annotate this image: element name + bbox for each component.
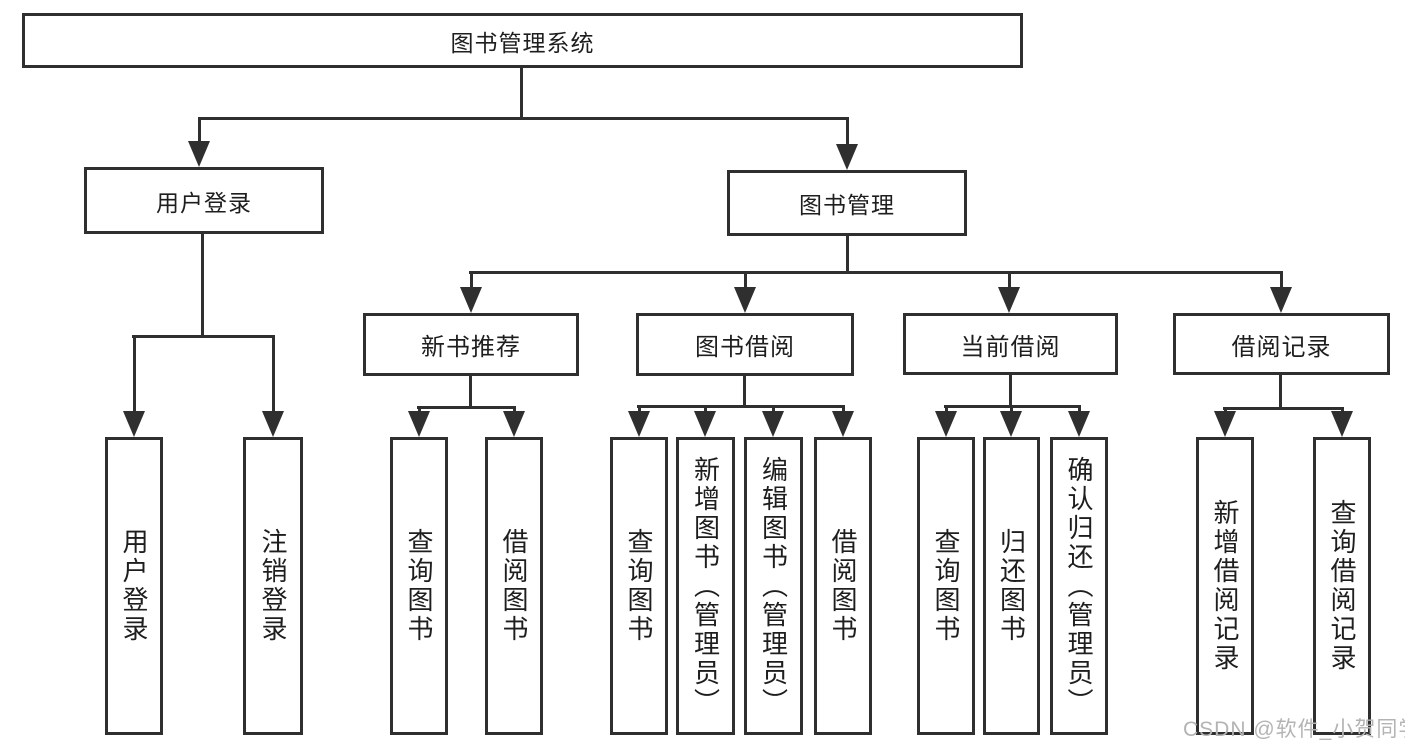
leaf-logout: 注销登录 (243, 437, 303, 735)
node-borrowing-records: 借阅记录 (1173, 313, 1390, 375)
arrow-to-query-borrow-record-icon (1331, 408, 1353, 437)
leaf-borrow-books-recommend: 借阅图书 (485, 437, 543, 735)
leaf-confirm-return-admin: 确认归还（管理员） (1050, 437, 1108, 735)
arrow-to-query-books-borrowing-icon (628, 406, 650, 437)
leaf-query-books-recommend: 查询图书 (390, 437, 448, 735)
edge-user-login-stem (201, 233, 204, 337)
arrow-to-borrow-books-recommend-icon (503, 407, 525, 437)
arrow-to-new-book-recommend-icon (460, 272, 482, 313)
arrow-to-current-borrowing-icon (998, 272, 1020, 313)
leaf-edit-books-admin: 编辑图书（管理员） (744, 437, 803, 735)
node-book-borrowing: 图书借阅 (636, 313, 854, 376)
arrow-to-add-borrow-record-icon (1214, 408, 1236, 437)
arrow-to-book-borrowing-icon (734, 272, 756, 313)
leaf-add-borrow-record: 新增借阅记录 (1196, 437, 1254, 735)
arrow-to-leaf-logout-icon (262, 336, 284, 437)
arrow-to-borrowing-records-icon (1270, 272, 1292, 313)
edge-root-stem (520, 68, 523, 118)
watermark: CSDN @软件_小贺同学 (1183, 718, 1405, 741)
arrow-to-leaf-user-login-icon (123, 336, 145, 437)
arrow-to-user-login-icon (188, 118, 210, 167)
leaf-add-books-admin: 新增图书（管理员） (676, 437, 735, 735)
leaf-borrow-books-borrowing: 借阅图书 (814, 437, 872, 735)
arrow-to-return-books-icon (1000, 406, 1022, 437)
edge-borrowing-records-stem (1279, 374, 1282, 409)
leaf-query-books-current: 查询图书 (917, 437, 975, 735)
arrow-to-edit-books-admin-icon (762, 406, 784, 437)
edge-user-login-branch (132, 335, 275, 338)
arrow-to-query-books-recommend-icon (408, 407, 430, 437)
arrow-to-confirm-return-admin-icon (1068, 406, 1090, 437)
node-new-book-recommend: 新书推荐 (363, 313, 579, 376)
edge-new-book-stem (469, 375, 472, 408)
leaf-query-borrow-record: 查询借阅记录 (1313, 437, 1371, 735)
node-current-borrowing: 当前借阅 (903, 313, 1118, 375)
arrow-to-borrow-books-borrowing-icon (832, 406, 854, 437)
edge-current-borrowing-branch (944, 405, 1081, 408)
edge-book-borrowing-stem (743, 375, 746, 407)
edge-borrowing-records-branch (1223, 407, 1344, 410)
leaf-query-books-borrowing: 查询图书 (610, 437, 668, 735)
edge-book-borrowing-branch (637, 405, 845, 408)
leaf-user-login: 用户登录 (105, 437, 163, 735)
node-book-management: 图书管理 (727, 170, 967, 236)
arrow-to-add-books-admin-icon (694, 406, 716, 437)
arrow-to-book-management-icon (836, 118, 858, 170)
edge-current-borrowing-stem (1009, 374, 1012, 407)
edge-root-branch (198, 117, 849, 120)
leaf-return-books: 归还图书 (983, 437, 1040, 735)
edge-book-management-branch (469, 271, 1283, 274)
edge-new-book-branch (417, 406, 516, 409)
edge-book-management-stem (846, 236, 849, 274)
arrow-to-query-books-current-icon (935, 406, 957, 437)
node-root: 图书管理系统 (22, 13, 1023, 68)
node-user-login: 用户登录 (84, 167, 324, 234)
